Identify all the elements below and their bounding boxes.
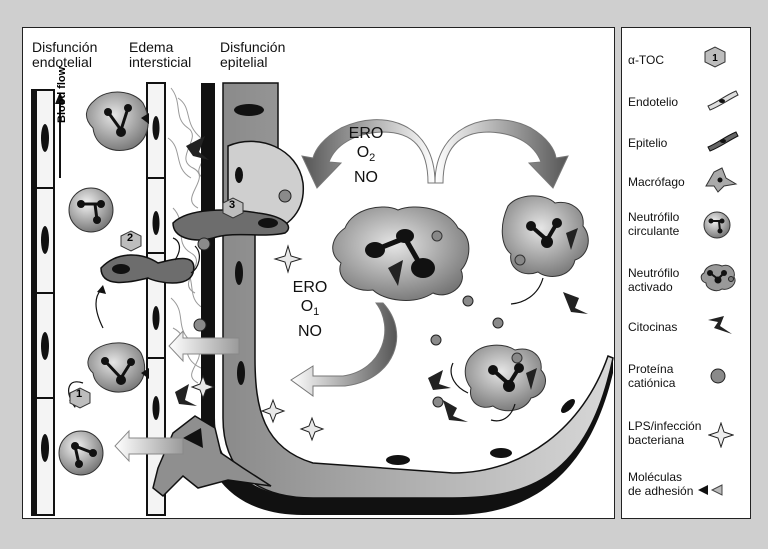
- legend-item-adhesion-molecules: Moléculas de adhesión: [628, 470, 694, 498]
- legend-item-lps: LPS/infección bacteriana: [628, 419, 702, 447]
- blood-flow-label: Blood flow: [56, 66, 68, 123]
- ros-arc-left: [301, 119, 436, 189]
- bridging-cells: [100, 209, 290, 284]
- lps-stars: [190, 244, 325, 442]
- flux-arrow: [114, 429, 184, 463]
- legend-item-activated-neutrophil: Neutrófilo activado: [628, 266, 680, 294]
- legend-item-toc: α-TOC: [628, 53, 665, 67]
- macrophage-cell: [152, 415, 272, 498]
- adhered-neutrophil: [86, 91, 149, 151]
- circulating-neutrophil: [68, 187, 114, 233]
- legend-item-endothelium: Endotelio: [628, 95, 679, 109]
- ros-arc-mid: [290, 302, 398, 397]
- marker-2-label: 2: [127, 232, 134, 244]
- interstitial-fibers: [167, 87, 210, 384]
- activated-neutrophil-right: [501, 195, 589, 277]
- diagram-panel: Disfunción endotelial Edema intersticial…: [22, 27, 615, 519]
- blood-flow-arrow: [55, 92, 65, 178]
- toc-marker-2: [120, 230, 142, 252]
- legend-item-cationic-protein: Proteína catiónica: [628, 362, 676, 390]
- diagram-canvas: [31, 82, 614, 516]
- legend-item-epithelium: Epitelio: [628, 136, 668, 150]
- svg-text:1: 1: [712, 53, 718, 64]
- ros-arc-right: [434, 119, 569, 189]
- flux-arrow: [168, 329, 240, 363]
- capillary-wall-right: [146, 82, 166, 516]
- cytokines: [175, 136, 588, 422]
- activated-neutrophil-center: [332, 206, 470, 301]
- ros-label-top: ERO O2 NO: [348, 125, 384, 187]
- toc-marker-3: [222, 197, 244, 219]
- header-epithelial-dysfunction: Disfunción epitelial: [220, 39, 286, 70]
- activated-neutrophil-lower: [464, 344, 546, 412]
- marker-1-label: 1: [76, 388, 83, 400]
- header-endothelial-dysfunction: Disfunción endotelial: [32, 39, 98, 70]
- legend-item-cytokines: Citocinas: [628, 320, 678, 334]
- legend-item-macrophage: Macrófago: [628, 175, 685, 189]
- epithelial-layer: [201, 82, 614, 515]
- cationic-proteins: [193, 189, 504, 408]
- marker-3-label: 3: [229, 199, 236, 211]
- header-interstitial-edema: Edema intersticial: [129, 39, 192, 70]
- toc-marker-1: [69, 387, 91, 409]
- legend-panel: α-TOC 1 Endotelio Epitelio Macrófago Neu…: [621, 27, 751, 519]
- ros-label-mid: ERO O1 NO: [292, 279, 328, 341]
- signal-arrows: [450, 277, 544, 422]
- adhered-neutrophil: [87, 342, 149, 393]
- capillary-wall-left: [31, 89, 55, 516]
- circulating-neutrophil: [58, 430, 104, 476]
- legend-item-circulating-neutrophil: Neutrófilo circulante: [628, 210, 680, 238]
